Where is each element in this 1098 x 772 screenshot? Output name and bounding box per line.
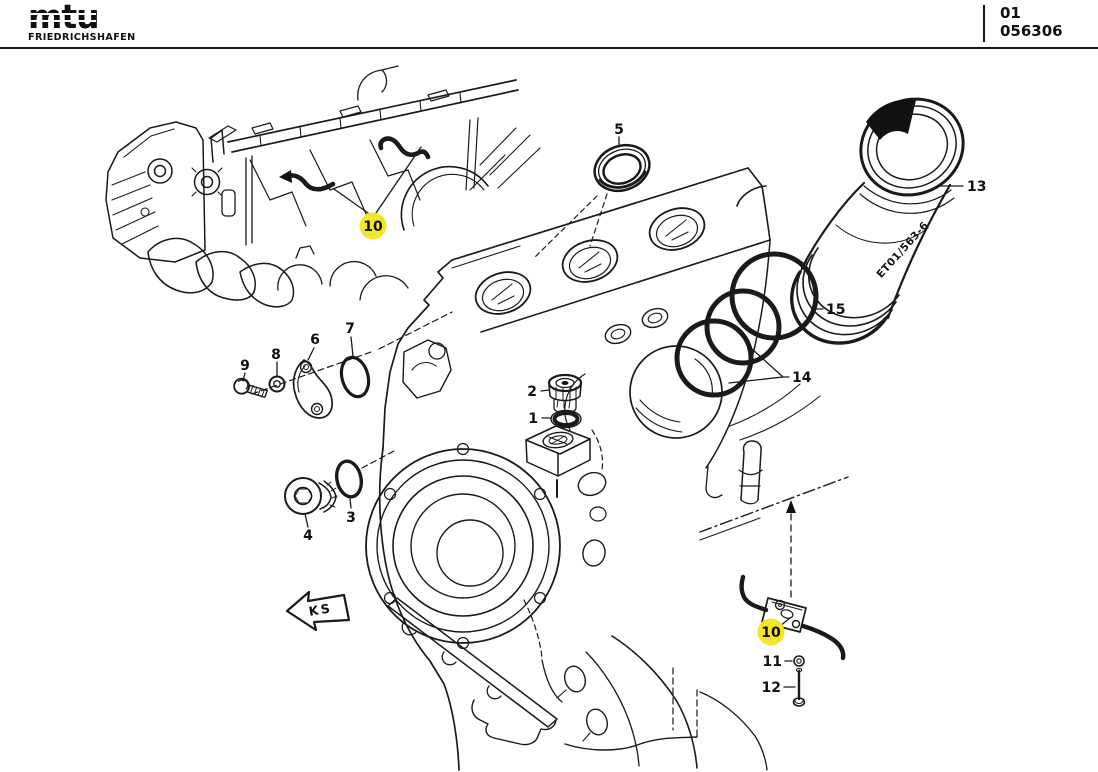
callout-14[interactable]: 14 xyxy=(792,370,812,386)
crankcase-main-view xyxy=(365,167,849,771)
callout-13[interactable]: 13 xyxy=(967,179,986,195)
callout-6[interactable]: 6 xyxy=(310,332,320,348)
header-reference-separator xyxy=(983,5,985,42)
washer-8 xyxy=(268,375,286,393)
seal-ring-1 xyxy=(550,409,582,429)
oil-port-boss xyxy=(525,425,591,498)
drain-plug-group xyxy=(284,449,397,515)
screw-plug-4 xyxy=(284,477,338,515)
cylinder-liner: ET01/563-6 xyxy=(790,97,965,345)
crankshaft-bore xyxy=(365,442,561,650)
callout-8[interactable]: 8 xyxy=(271,347,281,363)
callout-3[interactable]: 3 xyxy=(346,510,356,526)
callout-10-upper[interactable]: 10 xyxy=(363,219,383,235)
ks-direction-arrow: KS xyxy=(285,590,351,632)
crankcase-upper-view xyxy=(105,65,541,308)
callout-11[interactable]: 11 xyxy=(763,654,782,670)
highlight-balloon-10-upper[interactable]: 10 xyxy=(359,212,387,240)
spray-nozzle-assembly xyxy=(739,500,846,707)
callouts: 10 10 1 2 3 4 5 6 7 8 9 11 12 13 14 xyxy=(240,122,986,696)
callout-2[interactable]: 2 xyxy=(527,384,537,400)
o-ring-7 xyxy=(339,355,371,399)
cylinder-bores xyxy=(474,185,767,315)
brand-logo-text: mtu xyxy=(28,0,100,36)
balloon-circle[interactable] xyxy=(359,212,387,240)
liner-o-rings xyxy=(674,251,819,398)
logo-stripe xyxy=(28,13,96,16)
cover-6 xyxy=(292,359,333,419)
logo-stripe xyxy=(28,20,96,23)
nut-11 xyxy=(793,655,805,667)
ks-label: KS xyxy=(308,600,334,619)
callout-4[interactable]: 4 xyxy=(303,528,313,544)
oil-pipe-upper-right xyxy=(378,136,431,160)
liner-inscription: ET01/563-6 xyxy=(874,219,931,280)
callout-7[interactable]: 7 xyxy=(345,321,355,337)
oil-pipe-upper-left xyxy=(279,170,336,192)
cover-plate-group xyxy=(233,311,453,419)
callout-9[interactable]: 9 xyxy=(240,358,250,374)
catalog-number: 056306 xyxy=(1000,22,1063,40)
balloon-circle[interactable] xyxy=(757,618,785,646)
head-seal-ring xyxy=(533,143,651,259)
brand-logo: mtu FRIEDRICHSHAFEN xyxy=(28,0,148,46)
drawing-reference: 01 056306 xyxy=(1000,4,1063,40)
header-divider xyxy=(0,47,1098,49)
highlight-balloon-10-lower[interactable]: 10 xyxy=(757,618,785,646)
sheet-number: 01 xyxy=(1000,4,1021,22)
callout-10-lower[interactable]: 10 xyxy=(761,625,781,641)
callout-12[interactable]: 12 xyxy=(762,680,781,696)
bolt-9 xyxy=(233,377,268,398)
callout-1[interactable]: 1 xyxy=(528,411,538,427)
callout-15[interactable]: 15 xyxy=(826,302,845,318)
seal-ring-3 xyxy=(334,459,364,499)
bolt-12 xyxy=(792,667,806,707)
callout-leader-lines xyxy=(242,136,964,688)
callout-5[interactable]: 5 xyxy=(614,122,624,138)
nozzle-body-10 xyxy=(739,574,846,661)
nozzle-mount-stud xyxy=(705,440,763,505)
brand-subtitle: FRIEDRICHSHAFEN xyxy=(28,32,136,43)
